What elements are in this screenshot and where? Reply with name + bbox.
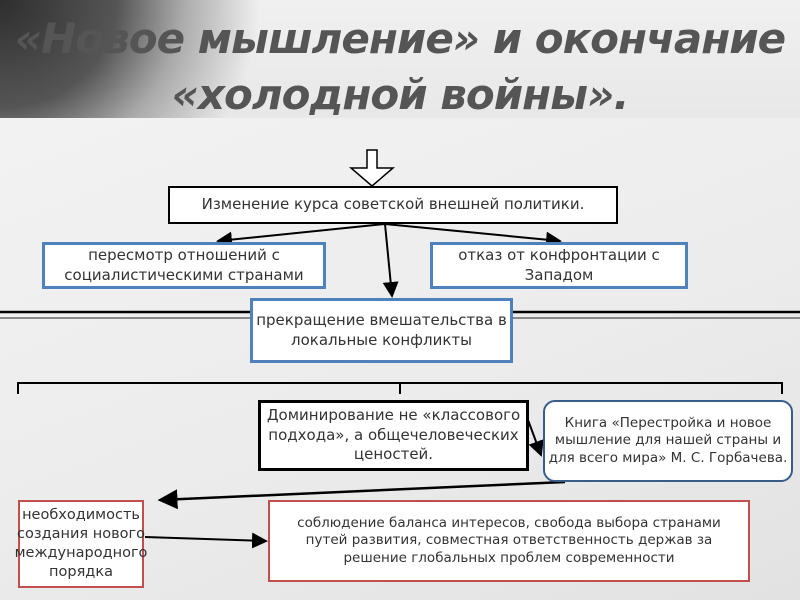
socialist-relations-box: пересмотр отношений с социалистическими … [42,242,326,289]
bracket [17,382,783,394]
gorbachev-book-box: Книга «Перестройка и новое мышление для … [543,400,793,482]
local-conflicts-box: прекращение вмешательства в локальные ко… [250,298,513,363]
arrow-to-necessity [157,480,566,510]
hollow-down-arrow-icon [348,149,396,187]
arrow-to-right [384,223,562,248]
slide-title-line2: «холодной войны». [171,70,630,119]
slide-title-line1: «Новое мышление» и окончание [14,14,786,63]
foreign-policy-change-box: Изменение курса советской внешней полити… [168,186,618,224]
arrow-to-middle [382,223,399,298]
arrow-to-left [216,223,386,248]
universal-values-box: Доминирование не «классового подхода», а… [258,400,529,471]
header-background [0,0,800,118]
balance-of-interests-box: соблюдение баланса интересов, свобода вы… [268,500,750,582]
new-order-box: необходимость создания нового международ… [15,500,147,588]
confrontation-rejection-box: отказ от конфронтации с Западом [430,242,688,289]
arrow-to-book [527,419,544,457]
arrow-to-balance [144,532,268,549]
